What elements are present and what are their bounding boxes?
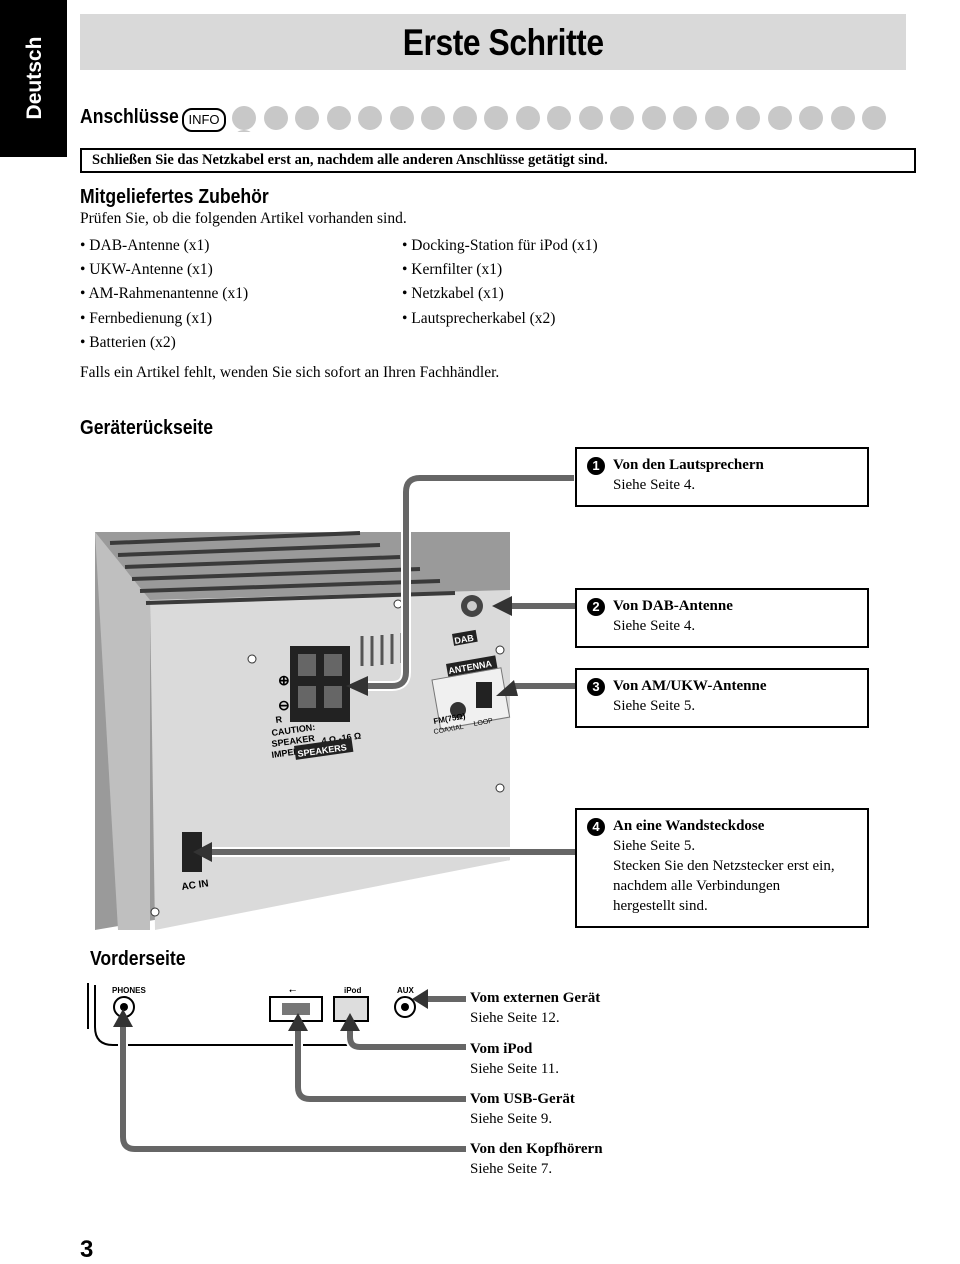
front-label-line: Siehe Seite 11.	[470, 1061, 560, 1077]
front-label-line: Siehe Seite 12.	[470, 1010, 560, 1026]
accessories-footer: Falls ein Artikel fehlt, wenden Sie sich…	[80, 364, 500, 381]
callout-title: Von den Lautsprechern	[613, 457, 764, 473]
speaker-r-label: R	[275, 714, 283, 725]
callout-line: Siehe Seite 4.	[613, 477, 696, 493]
accessory-item: • DAB-Antenne (x1)	[80, 237, 210, 254]
callout-number: 3	[587, 678, 605, 696]
accessory-item: • UKW-Antenne (x1)	[80, 261, 213, 278]
callout-line: Siehe Seite 4.	[613, 618, 696, 634]
accessory-item: • Lautsprecherkabel (x2)	[402, 310, 556, 327]
section-connections-title: Anschlüsse	[80, 106, 179, 128]
vent-slots	[109, 531, 456, 605]
callout-line: Stecken Sie den Netzstecker erst ein,	[613, 858, 835, 874]
front-label-title: Vom externen Gerät	[470, 990, 601, 1006]
front-label-usb: Vom USB-Gerät Siehe Seite 9.	[470, 1089, 575, 1129]
accessories-title: Mitgeliefertes Zubehör	[80, 186, 269, 208]
callout-line: Siehe Seite 5.	[613, 838, 696, 854]
front-label-line: Siehe Seite 7.	[470, 1161, 553, 1177]
front-label-line: Siehe Seite 9.	[470, 1111, 553, 1127]
cable-ipod	[347, 1025, 466, 1050]
front-panel-illustration: PHONES ⭠ iPod AUX	[87, 983, 466, 1154]
accessories-intro: Prüfen Sie, ob die folgenden Artikel vor…	[80, 210, 407, 227]
front-label-title: Von den Kopfhörern	[470, 1141, 603, 1157]
ipod-label: iPod	[344, 986, 361, 995]
cable-phones	[120, 1021, 466, 1152]
accessory-item: • Kernfilter (x1)	[402, 261, 503, 278]
callout-title: Von DAB-Antenne	[613, 598, 733, 614]
am-loop-terminal	[476, 682, 492, 708]
page-title-bar: Erste Schritte	[80, 14, 906, 70]
callout-line: hergestellt sind.	[613, 898, 708, 914]
rear-panel-illustration: ⊕ ⊖ R CAUTION: SPEAKER IMPEDANCE 4 Ω -16…	[95, 473, 576, 930]
front-label-external: Vom externen Gerät Siehe Seite 12.	[470, 988, 600, 1028]
callout-number: 1	[587, 457, 605, 475]
fm-connector	[450, 702, 466, 718]
front-label-title: Vom iPod	[470, 1041, 533, 1057]
usb-symbol: ⭠	[289, 985, 296, 995]
callout-number: 2	[587, 598, 605, 616]
callout-title: Von AM/UKW-Antenne	[613, 678, 767, 694]
dot-divider	[232, 106, 908, 132]
callout-number: 4	[587, 818, 605, 836]
front-label-title: Vom USB-Gerät	[470, 1091, 575, 1107]
accessory-item: • Batterien (x2)	[80, 334, 176, 351]
language-tab: Deutsch	[0, 0, 67, 157]
device-rear-panel	[150, 590, 510, 930]
page-title: Erste Schritte	[403, 22, 604, 63]
callout-speakers: 1 Von den Lautsprechern Siehe Seite 4.	[575, 447, 869, 507]
callout-dab: 2 Von DAB-Antenne Siehe Seite 4.	[575, 588, 869, 648]
accessory-item: • Netzkabel (x1)	[402, 285, 504, 302]
dab-label: DAB	[454, 633, 475, 646]
loop-label: LOOP	[473, 718, 494, 728]
svg-text:⊖: ⊖	[278, 697, 290, 713]
callout-line: Siehe Seite 5.	[613, 698, 696, 714]
front-label-ipod: Vom iPod Siehe Seite 11.	[470, 1039, 559, 1079]
phones-label: PHONES	[112, 986, 146, 995]
front-panel-title: Vorderseite	[90, 948, 186, 970]
page-number: 3	[80, 1236, 94, 1263]
ac-in-label: AC IN	[181, 878, 210, 893]
cable-usb	[295, 1025, 466, 1102]
cable-speakers	[364, 475, 574, 689]
screws	[150, 599, 505, 917]
rear-panel-title: Geräterückseite	[80, 417, 214, 439]
callout-wall-outlet: 4 An eine Wandsteckdose Siehe Seite 5. S…	[575, 808, 869, 928]
accessory-item: • Docking-Station für iPod (x1)	[402, 237, 598, 254]
aux-label: AUX	[397, 986, 415, 995]
front-label-headphones: Von den Kopfhörern Siehe Seite 7.	[470, 1139, 603, 1179]
svg-text:⊕: ⊕	[278, 672, 290, 688]
language-tab-label: Deutsch	[23, 36, 46, 120]
power-cable-notice: Schließen Sie das Netzkabel erst an, nac…	[80, 148, 916, 173]
callout-antenna: 3 Von AM/UKW-Antenne Siehe Seite 5.	[575, 668, 869, 728]
accessory-item: • Fernbedienung (x1)	[80, 310, 212, 327]
callout-title: An eine Wandsteckdose	[613, 818, 765, 834]
accessory-item: • AM-Rahmenantenne (x1)	[80, 285, 249, 302]
info-badge: INFO	[182, 108, 226, 132]
ac-in-socket	[182, 832, 202, 872]
callout-line: nachdem alle Verbindungen	[613, 878, 781, 894]
